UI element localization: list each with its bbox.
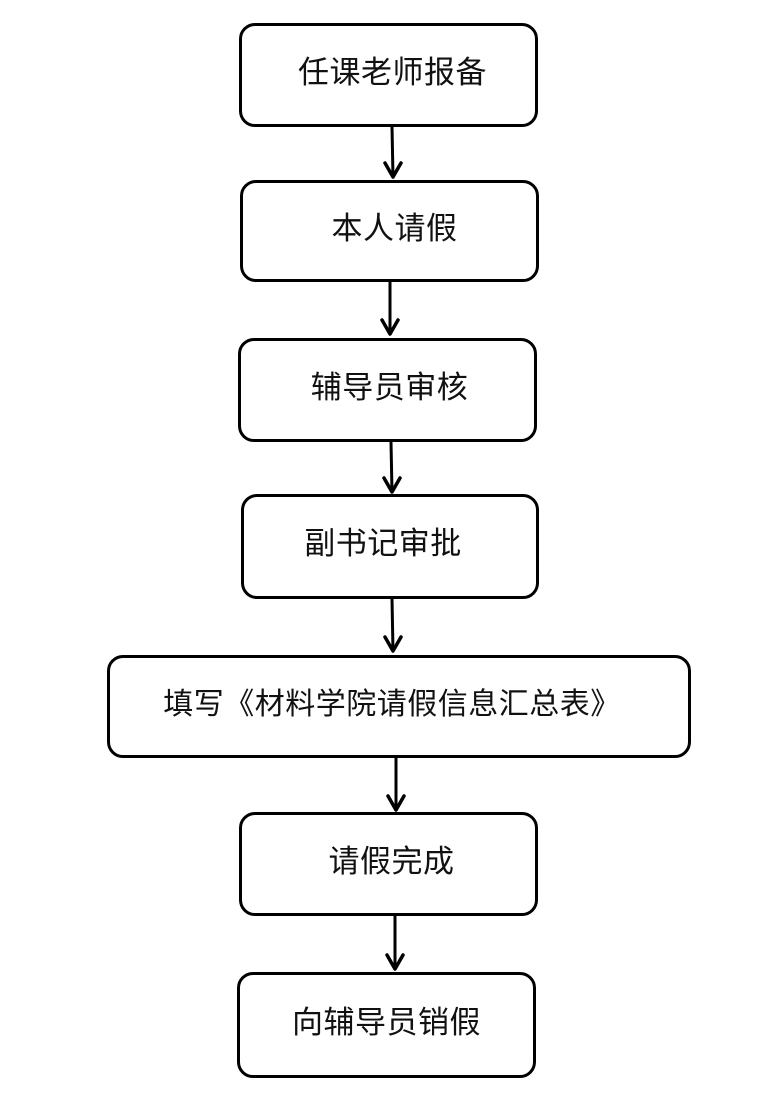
step-box-report-back-to-counselor: 向辅导员销假	[237, 972, 536, 1078]
arrowhead-6-to-7	[385, 953, 405, 971]
arrowhead-2-to-3	[380, 318, 400, 336]
step-box-apply-leave: 本人请假	[240, 180, 539, 282]
arrowhead-1-to-2	[383, 161, 403, 179]
arrow-3-to-4	[389, 440, 394, 494]
step-box-counselor-review: 辅导员审核	[238, 338, 537, 442]
step-label-leave-complete: 请假完成	[328, 843, 455, 880]
step-label-teacher-report: 任课老师报备	[298, 54, 487, 91]
arrowhead-5-to-6	[386, 794, 406, 812]
step-label-fill-summary-form: 填写《材料学院请假信息汇总表》	[163, 686, 621, 722]
step-label-deputy-secretary-approval: 副书记审批	[304, 526, 462, 562]
step-label-apply-leave: 本人请假	[331, 210, 458, 247]
step-box-deputy-secretary-approval: 副书记审批	[241, 494, 539, 599]
step-box-leave-complete: 请假完成	[239, 812, 538, 916]
step-label-report-back-to-counselor: 向辅导员销假	[292, 1004, 481, 1041]
step-box-fill-summary-form: 填写《材料学院请假信息汇总表》	[107, 655, 691, 758]
arrowhead-3-to-4	[382, 476, 402, 494]
arrowhead-4-to-5	[383, 635, 403, 653]
step-label-counselor-review: 辅导员审核	[310, 369, 469, 406]
step-box-teacher-report: 任课老师报备	[239, 23, 538, 127]
arrow-1-to-2	[390, 125, 395, 179]
arrow-4-to-5	[390, 597, 395, 653]
